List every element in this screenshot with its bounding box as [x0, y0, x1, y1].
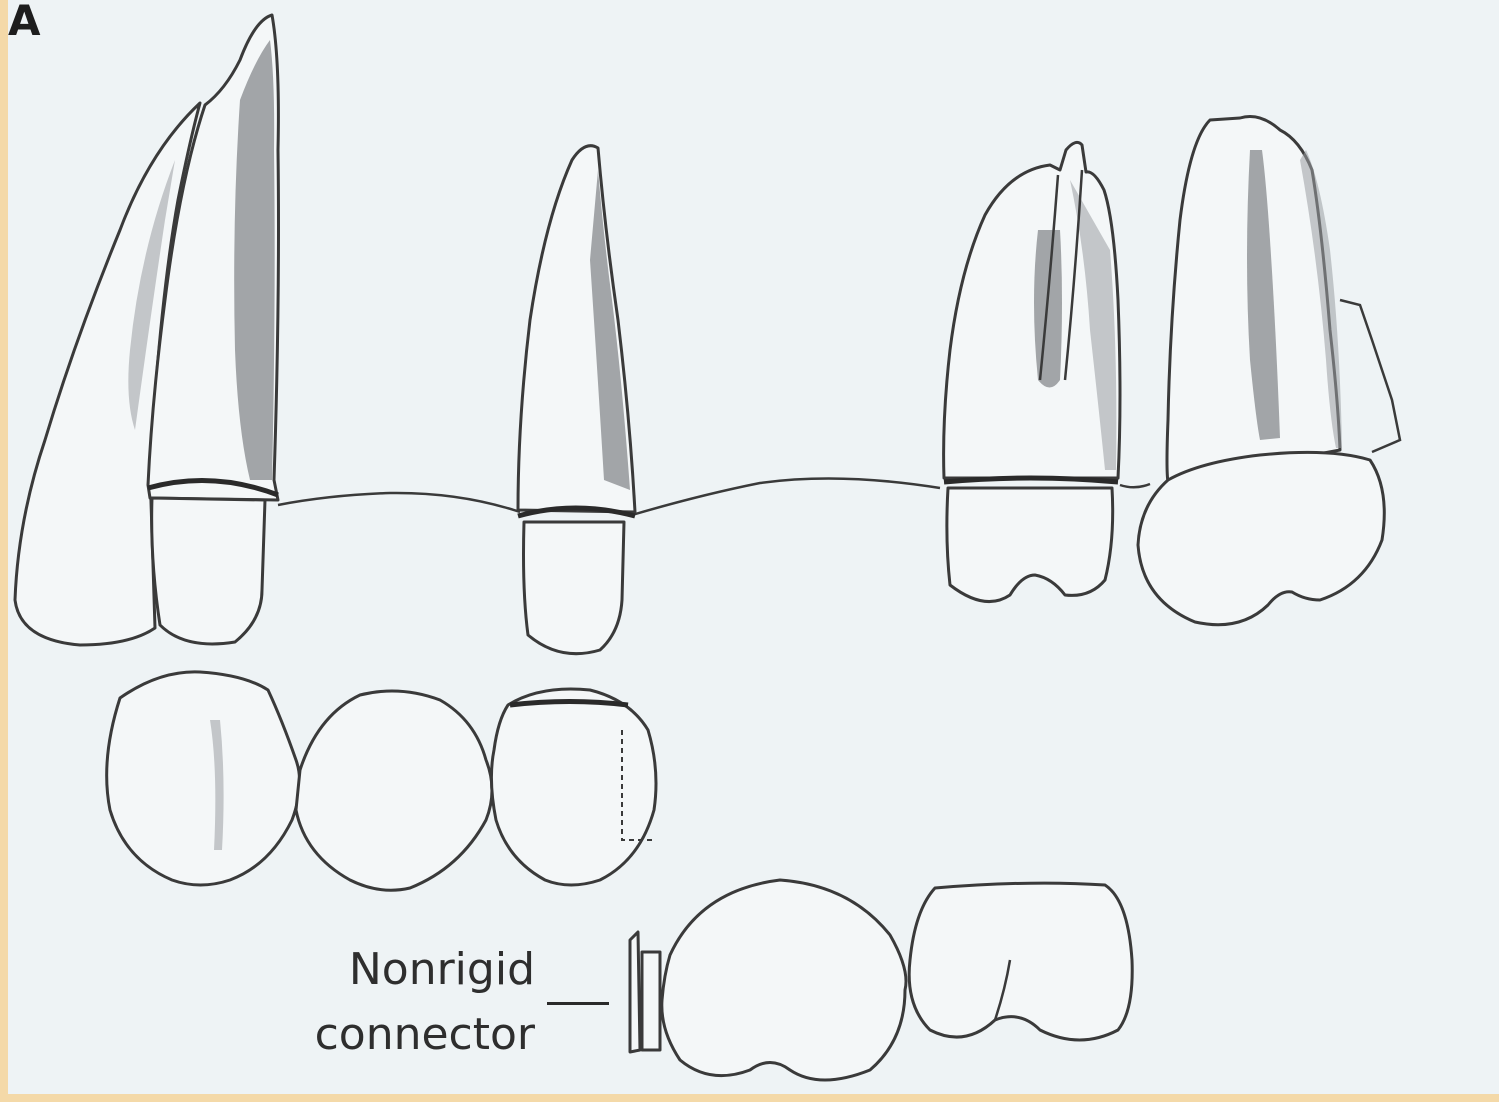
connector-label-line1: Nonrigid — [305, 946, 535, 994]
panel-letter: A — [8, 0, 41, 42]
first-molar-abutment-tooth — [944, 142, 1120, 601]
nonrigid-connector-key — [630, 932, 640, 1052]
molar-occlusal — [909, 883, 1132, 1040]
occlusal-posterior-segment — [630, 880, 1132, 1080]
connector-label-line2: connector — [305, 1011, 535, 1059]
canine-tooth — [15, 15, 279, 645]
connector-leader-line — [547, 1002, 609, 1005]
premolar-abutment-tooth — [518, 146, 635, 654]
second-molar-tooth — [1138, 117, 1400, 625]
pontic-occlusal — [662, 880, 906, 1080]
occlusal-anterior-segment — [107, 672, 656, 890]
